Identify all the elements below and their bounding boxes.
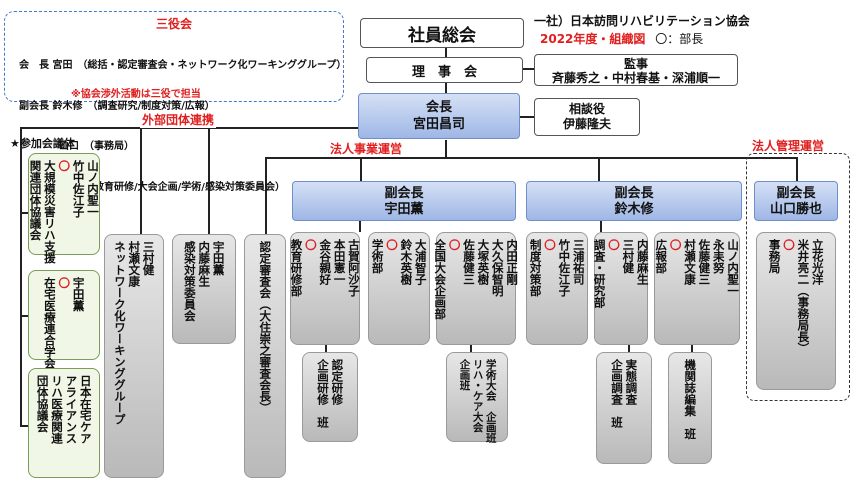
sanyaku-line-2: 副会長 鈴木修 （調査研究/制度対策/広報） (19, 100, 215, 112)
uda-dept-1-members: 古賀阿沙子 本田憲一 金谷親好 (318, 239, 361, 297)
network-wg-text: ネットワーク化ワーキンググループ (112, 241, 127, 425)
uda-dept-1-mark: 〇 (303, 239, 318, 251)
uda-team-2: 学術大会 企画班 リハ・ケア大会 企画班 (446, 352, 508, 443)
network-wg-box: ネットワーク化ワーキンググループ 三村健 村瀬文康 (104, 234, 164, 478)
vp-yamaguchi-box: 副会長 山口勝也 (754, 181, 838, 221)
board-box: 理 事 会 (366, 57, 523, 83)
uda-dept-2-mark: 〇 (385, 239, 399, 251)
suzuki-team-1: 実態調査 企画調査 班 (596, 352, 652, 464)
sanyaku-box: 三役会 会 長 宮田 （総括・認定審査会・ネットワーク化ワーキンググループ） 副… (4, 11, 347, 193)
uda-dept-3-mark: 〇 (447, 239, 462, 251)
management-area (746, 153, 850, 401)
uda-dept-3: 全国大会企画部 〇 内田正剛 大久保智明 大塚英樹 佐藤健三 (433, 232, 519, 345)
suzuki-dept-2-mark: 〇 (607, 239, 621, 251)
sanyaku-line-1: 会 長 宮田 （総括・認定審査会・ネットワーク化ワーキンググループ） (19, 60, 347, 71)
infection-committee-text: 感染対策委員会 (182, 241, 197, 322)
advisor-name: 伊藤隆夫 (562, 117, 611, 131)
certification-box: 認定審査会（大住崇之審査会長） (244, 234, 286, 478)
suzuki-dept-1-name: 制度対策部 (528, 239, 543, 297)
suzuki-team-1-text: 実態調査 企画調査 班 (610, 359, 639, 428)
label-external: 外部団体連携 (140, 111, 217, 128)
suzuki-team-2: 機関誌編集 班 (668, 352, 712, 464)
suzuki-dept-3-members: 山ノ内聖一 永耒努 佐藤健三 村瀬文康 (683, 239, 741, 297)
suzuki-dept-1-members: 三浦祐司 竹中佐江子 (557, 239, 586, 297)
suzuki-dept-3: 広報部 〇 山ノ内聖一 永耒努 佐藤健三 村瀬文康 (654, 232, 740, 345)
advisor-title: 相談役 (568, 102, 605, 116)
president-title: 会長 (425, 100, 452, 115)
infection-committee-members: 宇田薫 内藤麻生 (197, 241, 226, 287)
left-group-3-text: 日本在宅ケア アライアンス リハ医療関連 団体協議会 (35, 375, 93, 444)
left-group-2: 在宅医療連合学会 〇 宇田薫 (28, 270, 100, 369)
vp-uda-title: 副会長 (384, 186, 424, 201)
advisor-box: 相談役 伊藤隆夫 (534, 98, 640, 136)
org-name: 一社）日本訪問リハビリテーション協会 (534, 14, 750, 28)
general-meeting-box: 社員総会 (360, 18, 524, 48)
vp-yamaguchi-title: 副会長 (776, 186, 816, 201)
left-group-1: 大規模災害リハ支援 関連団体協議会 〇 山ノ内聖一 竹中佐江子 (28, 153, 100, 264)
uda-dept-3-members: 内田正剛 大久保智明 大塚英樹 佐藤健三 (462, 239, 520, 297)
left-group-3: 日本在宅ケア アライアンス リハ医療関連 団体協議会 (28, 368, 100, 478)
uda-dept-1: 教育研修部 〇 古賀阿沙子 本田憲一 金谷親好 (289, 232, 361, 345)
certification-text: 認定審査会（大住崇之審査会長） (258, 241, 273, 414)
sanyaku-title: 三役会 (155, 17, 192, 31)
auditor-title: 監事 (623, 57, 648, 71)
legend-text: 〇：部長 (655, 32, 704, 46)
sanyaku-line-3: 山口 （事務局） (19, 141, 134, 152)
uda-dept-2-name: 学術部 (370, 239, 385, 274)
network-wg-members: 三村健 村瀬文康 (127, 241, 156, 287)
yamaguchi-dept-mark: 〇 (782, 239, 796, 251)
yamaguchi-dept-members: 立花光洋 米井亮二（事務局長） (796, 239, 825, 354)
vp-yamaguchi-name: 山口勝也 (769, 202, 822, 217)
vp-suzuki-box: 副会長 鈴木修 (526, 181, 742, 221)
auditor-names: 斉藤秀之・中村春基・深浦順一 (551, 71, 720, 85)
suzuki-dept-2-name: 調査・研究部 (592, 239, 607, 308)
suzuki-dept-3-mark: 〇 (668, 239, 683, 251)
left-group-2-text: 在宅医療連合学会 (42, 277, 57, 369)
left-group-1-mark: 〇 (57, 160, 72, 172)
president-name: 宮田昌司 (412, 117, 465, 132)
sanyaku-note: ※協会渉外活動は三役で担当 (71, 89, 201, 100)
auditor-box: 監事 斉藤秀之・中村春基・深浦順一 (534, 54, 738, 86)
suzuki-dept-2: 調査・研究部 〇 内藤麻生 三村健 (592, 232, 650, 345)
yamaguchi-dept-name: 事務局 (767, 239, 782, 274)
uda-dept-2: 学術部 〇 大浦智子 鈴木英樹 (368, 232, 430, 345)
infection-committee-box: 感染対策委員会 宇田薫 内藤麻生 (172, 234, 236, 344)
suzuki-dept-3-name: 広報部 (654, 239, 669, 274)
uda-team-2-text: 学術大会 企画班 リハ・ケア大会 企画班 (458, 359, 497, 443)
yamaguchi-dept: 事務局 〇 立花光洋 米井亮二（事務局長） (756, 232, 836, 390)
uda-dept-2-members: 大浦智子 鈴木英樹 (399, 239, 428, 285)
left-group-2-mark: 〇 (57, 277, 72, 289)
uda-dept-3-name: 全国大会企画部 (433, 239, 448, 320)
uda-dept-1-name: 教育研修部 (289, 239, 304, 297)
left-group-1-text: 大規模災害リハ支援 関連団体協議会 (28, 160, 57, 264)
label-management: 法人管理運営 (752, 139, 825, 153)
suzuki-dept-2-members: 内藤麻生 三村健 (621, 239, 650, 285)
vp-suzuki-name: 鈴木修 (614, 202, 654, 217)
vp-suzuki-title: 副会長 (614, 186, 654, 201)
president-box: 会長 宮田昌司 (358, 93, 520, 139)
uda-team-1-text: 認定研修 企画研修 班 (316, 359, 345, 428)
vp-uda-name: 宇田薫 (384, 202, 424, 217)
general-meeting-label: 社員総会 (408, 25, 476, 46)
label-business: 法人事業運営 (330, 142, 403, 156)
board-label: 理 事 会 (411, 64, 477, 80)
chart-title: 2022年度・組織図 (540, 32, 646, 46)
suzuki-dept-1: 制度対策部 〇 三浦祐司 竹中佐江子 (526, 232, 588, 345)
left-group-2-names: 宇田薫 (71, 277, 86, 312)
suzuki-dept-1-mark: 〇 (543, 239, 557, 251)
vp-uda-box: 副会長 宇田薫 (292, 181, 516, 221)
label-participating: ★参加会議体 (10, 137, 75, 150)
suzuki-team-2-text: 機関誌編集 班 (683, 359, 698, 440)
left-group-1-names: 山ノ内聖一 竹中佐江子 (71, 160, 100, 218)
uda-team-1: 認定研修 企画研修 班 (302, 352, 358, 442)
